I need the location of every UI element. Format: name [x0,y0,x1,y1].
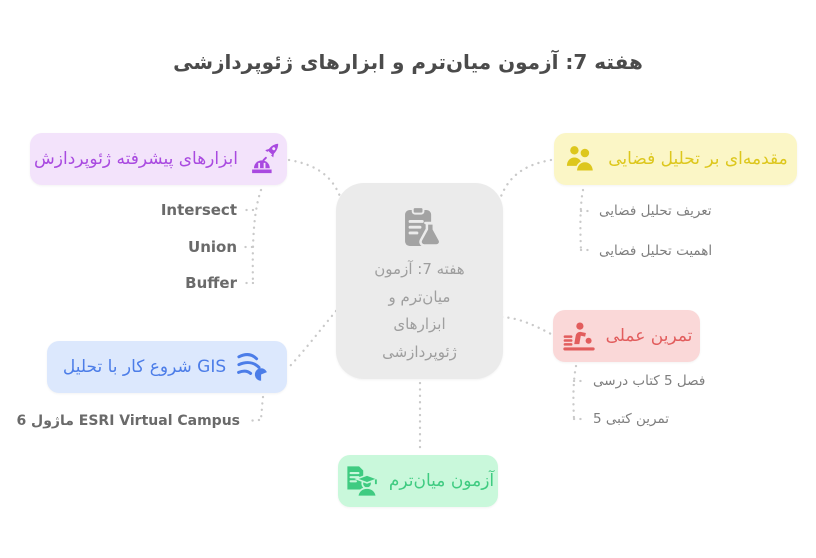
branch-node-practical-exercise[interactable]: تمرین عملی [553,310,700,362]
branch-label-gis-getting-started: شروع کار با تحلیل GIS [62,357,227,377]
child-item-textbook-chapter5: فصل 5 کتاب درسی [593,373,706,389]
branch-label-practical-exercise: تمرین عملی [605,326,693,346]
rocket-launch-icon [247,141,283,177]
connector-center-practical-exercise [500,315,553,336]
branch-node-advanced-tools[interactable]: ابزارهای پیشرفته ژئوپردازش [30,133,287,185]
child-item-intersect: Intersect [160,201,237,219]
child-item-esri-virtual-campus-module6: ESRI Virtual Campus ماژول 6 [16,413,240,429]
connector-spatial-analysis-trunk [579,188,585,253]
connector-stub-esri [245,418,261,423]
connector-gis-trunk [259,395,265,420]
branch-label-spatial-analysis-intro: مقدمه‌ای بر تحلیل فضایی [608,149,788,169]
clipboard-flask-icon [397,205,443,251]
branch-node-gis-getting-started[interactable]: شروع کار با تحلیل GIS [47,341,287,393]
diagram-title: هفته 7: آزمون میان‌ترم و ابزارهای ژئوپرد… [173,50,643,74]
users-icon [563,141,599,177]
branch-node-spatial-analysis-intro[interactable]: مقدمه‌ای بر تحلیل فضایی [554,133,797,185]
graduate-document-icon [342,462,380,500]
branch-label-midterm-exam: آزمون میان‌ترم [388,471,495,491]
connector-center-gis-getting-started [288,309,338,368]
child-item-buffer: Buffer [185,274,237,292]
center-node-label: هفته 7: آزمون میان‌ترم و ابزارهای ژئوپرد… [374,260,465,361]
connector-advanced-tools-trunk [251,188,263,286]
connector-practical-exercise-trunk [572,364,578,421]
person-massage-icon [561,318,597,354]
connector-center-spatial-analysis [498,158,553,201]
connector-center-advanced-tools [287,158,343,201]
child-item-spatial-analysis-importance: اهمیت تحلیل فضایی [599,243,713,259]
wind-swirl-icon [235,349,271,385]
center-node[interactable]: هفته 7: آزمون میان‌ترم و ابزارهای ژئوپرد… [336,183,503,379]
child-item-union: Union [188,238,237,256]
child-item-spatial-analysis-definition: تعریف تحلیل فضایی [599,203,712,219]
child-item-written-exercise5: تمرین کتبی 5 [593,411,670,427]
branch-node-midterm-exam[interactable]: آزمون میان‌ترم [338,455,498,507]
branch-label-advanced-tools: ابزارهای پیشرفته ژئوپردازش [34,149,238,169]
